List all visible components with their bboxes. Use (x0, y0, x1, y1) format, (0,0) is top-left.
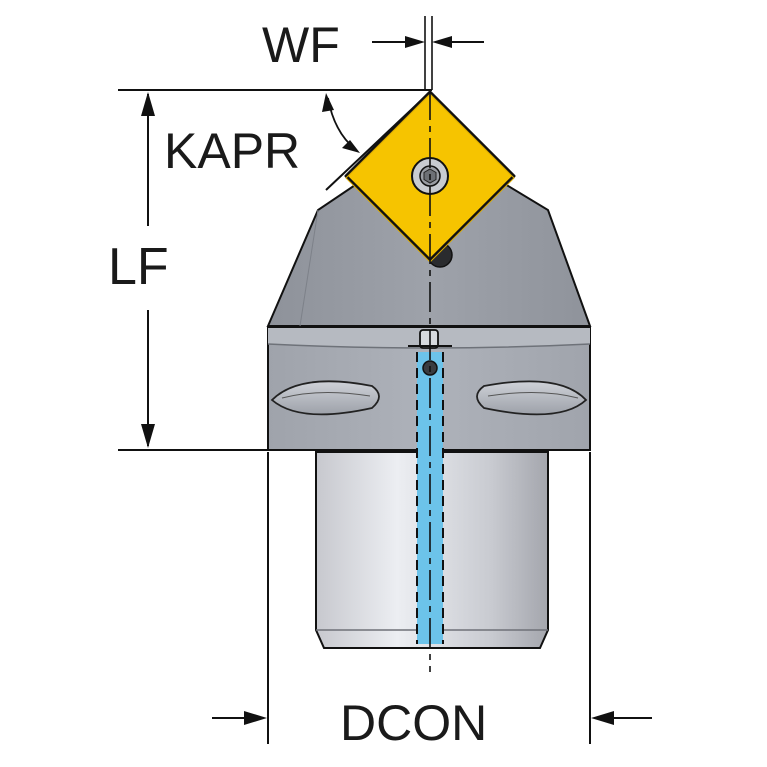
lf-label: LF (108, 238, 169, 296)
right-slot (476, 380, 588, 416)
left-slot (270, 380, 380, 416)
lf-dimension (118, 89, 432, 451)
kapr-label: KAPR (164, 123, 300, 179)
dcon-label: DCON (340, 695, 487, 751)
wf-dimension (372, 16, 484, 90)
dcon-dimension (212, 452, 652, 744)
wf-label: WF (262, 17, 340, 73)
kapr-angle (322, 91, 431, 191)
